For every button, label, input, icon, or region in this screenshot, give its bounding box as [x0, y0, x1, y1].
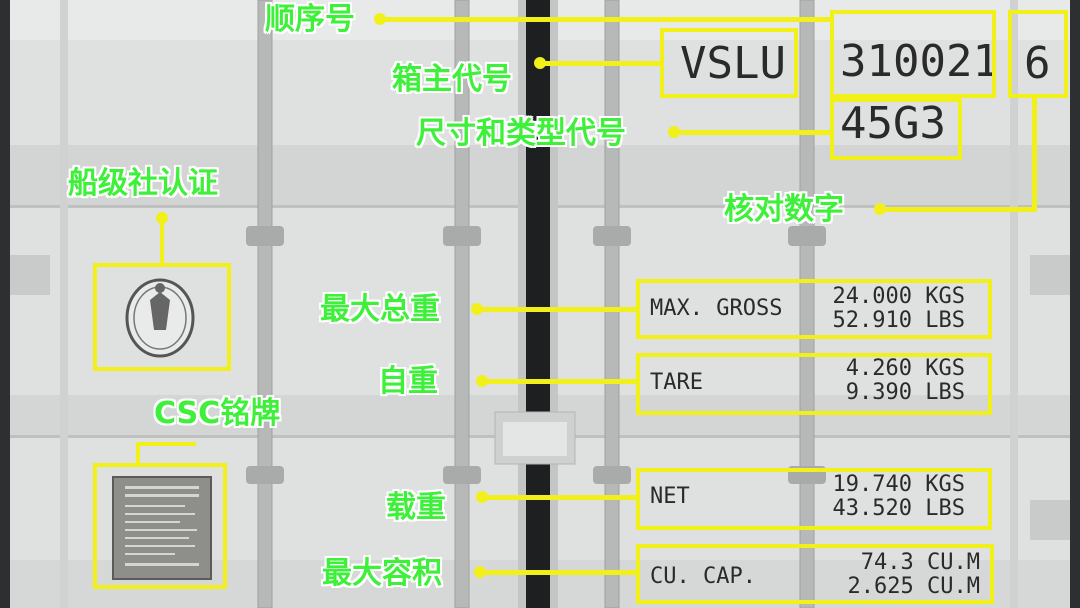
- csc-label: CSC铭牌: [154, 396, 281, 431]
- class-cert-label: 船级社认证: [68, 166, 218, 201]
- owner-connector: [538, 61, 662, 66]
- max-gross-connector: [475, 307, 638, 312]
- size-type-code-text: 45G3: [840, 98, 946, 149]
- net-connector-dot: [476, 491, 488, 503]
- serial-connector-dot: [374, 13, 386, 25]
- capacity-connector: [478, 570, 638, 575]
- tare-lbs: 9.390 LBS: [845, 380, 965, 405]
- tare-label: 自重: [378, 364, 438, 399]
- csc-connector-horizontal: [136, 442, 196, 446]
- check-connector-dot: [874, 203, 886, 215]
- capacity-cubic-1: 74.3 CU.M: [860, 550, 980, 575]
- class-cert-connector-dot: [156, 212, 168, 224]
- check-connector-horizontal: [878, 207, 1037, 212]
- capacity-title: CU. CAP.: [650, 564, 756, 589]
- capacity-connector-dot: [474, 566, 486, 578]
- capacity-box: [636, 544, 994, 604]
- owner-label: 箱主代号: [392, 62, 512, 97]
- max-gross-title: MAX. GROSS: [650, 296, 783, 321]
- tare-connector: [480, 379, 638, 384]
- check-digit-box: [1008, 10, 1068, 98]
- net-box: [636, 468, 992, 530]
- owner-code-text: VSLU: [680, 38, 786, 89]
- max-gross-lbs: 52.910 LBS: [832, 308, 965, 333]
- max-gross-label: 最大总重: [320, 292, 440, 327]
- tare-kgs: 4.260 KGS: [845, 356, 965, 381]
- owner-code-box: [660, 28, 798, 98]
- max-gross-connector-dot: [471, 303, 483, 315]
- net-title: NET: [650, 484, 690, 509]
- tare-connector-dot: [476, 375, 488, 387]
- capacity-label: 最大容积: [322, 556, 442, 591]
- owner-connector-dot: [534, 57, 546, 69]
- net-kgs: 19.740 KGS: [832, 472, 965, 497]
- net-connector: [480, 495, 638, 500]
- net-label: 载重: [386, 490, 446, 525]
- csc-connector-vertical: [136, 442, 140, 466]
- capacity-cubic-2: 2.625 CU.M: [847, 574, 980, 599]
- csc-plate-box: [93, 463, 227, 589]
- serial-label: 顺序号: [265, 2, 355, 37]
- net-lbs: 43.520 LBS: [832, 496, 965, 521]
- size-type-box: [830, 98, 962, 160]
- tare-box: [636, 353, 992, 415]
- size-type-label: 尺寸和类型代号: [416, 116, 626, 151]
- max-gross-kgs: 24.000 KGS: [832, 284, 965, 309]
- check-label: 核对数字: [724, 192, 844, 227]
- class-cert-connector: [160, 216, 164, 266]
- max-gross-box: [636, 279, 992, 339]
- serial-number-box: [830, 10, 996, 98]
- size-type-connector-dot: [668, 126, 680, 138]
- size-type-connector: [672, 130, 832, 135]
- check-digit-text: 6: [1024, 38, 1051, 89]
- serial-connector: [378, 17, 832, 22]
- serial-number-text: 310021: [840, 36, 999, 87]
- class-cert-box: [93, 263, 231, 371]
- check-connector-vertical: [1032, 96, 1037, 210]
- tare-title: TARE: [650, 370, 703, 395]
